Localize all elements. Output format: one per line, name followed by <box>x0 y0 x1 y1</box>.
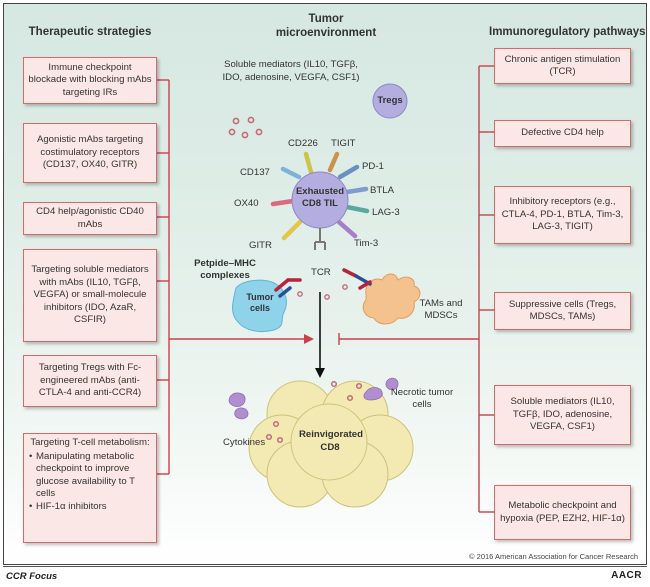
center-column-title: Tumor microenvironment <box>275 13 377 39</box>
receptor-label-tigit: TIGIT <box>331 138 356 149</box>
receptor-label-gitr: GITR <box>249 240 272 251</box>
tcr-receptor <box>314 228 326 250</box>
publisher-logo: AACR <box>611 570 642 581</box>
strategy-box-metabolism: Targeting T-cell metabolism: Manipulatin… <box>23 433 157 543</box>
pmhc-complex-right <box>342 268 372 290</box>
receptor-label-cd226: CD226 <box>288 138 318 149</box>
pathway-box-soluble-mediators: Soluble mediators (IL10, TGFβ, IDO, aden… <box>494 385 631 445</box>
receptor-label-cd137: CD137 <box>240 167 270 178</box>
metabolism-item: HIF-1α inhibitors <box>29 501 151 514</box>
receptor-label-tim3: Tim-3 <box>354 238 379 249</box>
necrotic-fragments <box>228 377 399 420</box>
diagram-artwork <box>154 65 494 513</box>
reinvigorated-cd8-label: Reinvigorated CD8 <box>299 429 363 453</box>
copyright-notice: © 2016 American Association for Cancer R… <box>469 552 638 561</box>
tcr-dots <box>297 284 348 300</box>
pathway-box-metabolic-checkpoint: Metabolic checkpoint and hypoxia (PEP, E… <box>494 485 631 540</box>
pathway-box-chronic-antigen: Chronic antigen stimulation (TCR) <box>494 48 631 84</box>
necrotic-cells-label: Necrotic tumor cells <box>390 387 454 410</box>
right-connectors <box>338 65 494 513</box>
pathway-box-suppressive-cells: Suppressive cells (Tregs, MDSCs, TAMs) <box>494 292 631 330</box>
receptor-label-pd1: PD-1 <box>362 161 384 172</box>
tumor-cells-label: Tumor cells <box>246 292 274 313</box>
strategy-box-tregs: Targeting Tregs with Fc-engineered mAbs … <box>23 355 157 407</box>
tregs-label: Tregs <box>377 95 403 106</box>
left-column-title: Therapeutic strategies <box>28 26 152 38</box>
pathway-box-defective-cd4: Defective CD4 help <box>494 120 631 147</box>
journal-label: CCR Focus <box>6 571 58 582</box>
footer-divider <box>3 566 647 567</box>
pathway-box-inhibitory-receptors: Inhibitory receptors (e.g., CTLA-4, PD-1… <box>494 186 631 244</box>
receptor-label-lag3: LAG-3 <box>372 207 400 218</box>
tcr-label: TCR <box>311 267 331 278</box>
strategy-box-soluble-mediators: Targeting soluble mediators with mAbs (I… <box>23 249 157 342</box>
strategy-box-checkpoint-blockade: Immune checkpoint blockade with blocking… <box>23 57 157 104</box>
tam-cell-shape <box>362 273 421 325</box>
metabolism-list: Manipulating metabolic checkpoint to imp… <box>29 451 151 514</box>
pmhc-label: Petpide–MHC complexes <box>194 258 256 281</box>
tregs-cell <box>372 83 408 119</box>
pmhc-complex-left <box>274 278 302 298</box>
tams-mdscs-label: TAMs and MDSCs <box>419 298 463 321</box>
receptor-label-ox40: OX40 <box>234 198 259 209</box>
strategy-box-agonistic-mabs: Agonistic mAbs targeting costimulatory r… <box>23 123 157 183</box>
receptor-sticks <box>270 151 370 241</box>
reinvigoration-arrow <box>315 292 325 378</box>
figure-frame: Therapeutic strategies Tumor microenviro… <box>3 3 647 565</box>
right-column-title: Immunoregulatory pathways <box>489 26 646 38</box>
soluble-mediator-dots <box>228 116 263 139</box>
tumor-cell-shape <box>232 279 287 333</box>
metabolism-heading: Targeting T-cell metabolism: <box>30 437 150 448</box>
metabolism-item: Manipulating metabolic checkpoint to imp… <box>29 451 151 501</box>
receptor-label-btla: BTLA <box>370 185 394 196</box>
exhausted-cd8-label: Exhausted CD8 TIL <box>295 186 345 209</box>
cytokines-label: Cytokines <box>223 437 266 448</box>
soluble-mediators-label: Soluble mediators (IL10, TGFβ, IDO, aden… <box>222 59 360 83</box>
strategy-box-cd4-help: CD4 help/agonistic CD40 mAbs <box>23 202 157 235</box>
